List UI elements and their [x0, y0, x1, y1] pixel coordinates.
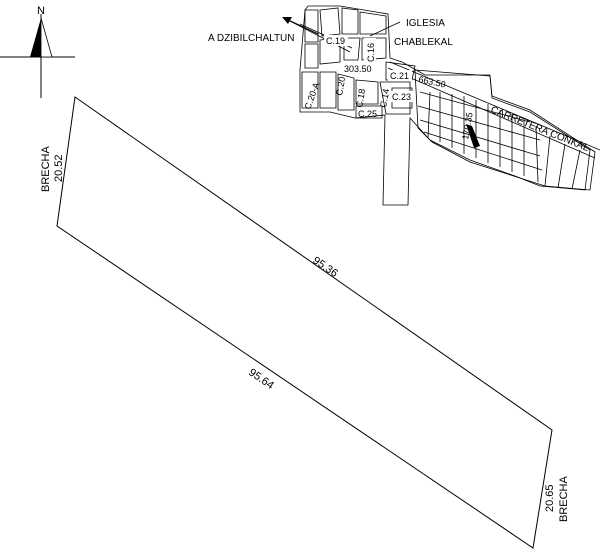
- north-label: N: [37, 5, 45, 17]
- parcel-left-side: 20.52: [53, 154, 65, 182]
- distance-3: 170.35: [460, 111, 475, 140]
- street-c16: C.16: [366, 43, 376, 62]
- street-c19: C.19: [326, 36, 345, 46]
- distance-1: 303.50: [344, 64, 372, 74]
- dzibilchaltun-label: A DZIBILCHALTUN: [208, 33, 295, 44]
- parcel-right-label: BRECHA: [558, 475, 570, 522]
- parcel-left-label: BRECHA: [40, 145, 52, 192]
- arrow-head-icon: [282, 17, 292, 24]
- church-leader: [369, 21, 401, 37]
- street-c23: C.23: [392, 92, 411, 102]
- street-c21: C.21: [390, 71, 409, 81]
- parcel-bottom-side: 95.64: [246, 367, 276, 392]
- highway-label: CARRETERA CONKAL: [489, 105, 591, 155]
- street-c20a: C.20-A: [302, 81, 321, 111]
- dzibilchaltun-arrow: [282, 17, 319, 35]
- town-label: CHABLEKAL: [394, 37, 453, 48]
- parcel-top-side: 95.36: [310, 255, 340, 280]
- highway-blocks: [387, 61, 600, 191]
- north-arrow: N: [0, 5, 75, 98]
- church-label: IGLESIA: [406, 18, 445, 29]
- north-arrow-icon: [30, 18, 41, 57]
- street-c14: C.14: [378, 88, 391, 108]
- street-c20: C.20: [334, 76, 347, 96]
- street-c25: C.25: [358, 109, 377, 119]
- parcel-outline: [56, 96, 553, 549]
- street-c18: C.18: [354, 88, 367, 108]
- parcel-right-side: 20.65: [544, 484, 556, 512]
- street-labels: C.19 C.16 C.20-A C.20 C.18 C.14 C.21 C.2…: [302, 35, 414, 119]
- subject-marker: [466, 124, 480, 148]
